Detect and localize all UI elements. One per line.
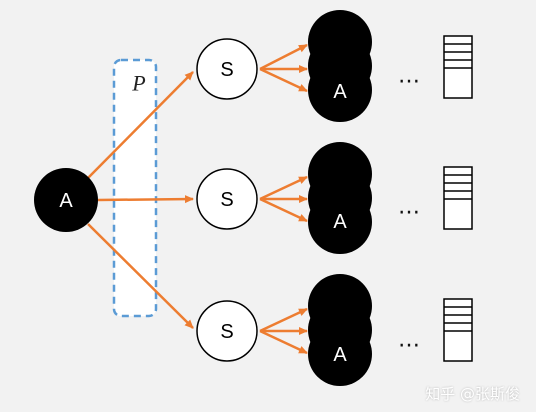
- root-node: A: [34, 168, 98, 232]
- action-stack-3: A: [308, 274, 372, 386]
- branch-3: S A …: [196, 274, 473, 386]
- state-3-arrow-down: [259, 329, 308, 355]
- action-label-3: A: [333, 344, 347, 366]
- ellipsis-3: …: [398, 328, 420, 353]
- state-3-arrows: [259, 307, 308, 355]
- policy-box: [112, 58, 158, 318]
- state-node-1: [196, 38, 258, 100]
- ellipsis-1: …: [398, 64, 420, 89]
- record-table-1: [443, 35, 473, 99]
- state-1-arrows: [259, 43, 308, 93]
- record-table-3: [443, 298, 473, 362]
- record-table-2-frame: [443, 166, 473, 230]
- state-2-arrow-up: [259, 175, 308, 201]
- ellipsis-2: …: [398, 195, 420, 220]
- state-3-arrow-up: [259, 307, 308, 333]
- policy-label: P: [131, 71, 145, 96]
- watermark: 知乎 @张斯俊: [425, 385, 520, 403]
- state-node-2: [196, 168, 258, 230]
- action-stack-2: A: [308, 142, 372, 254]
- root-node-circle: [34, 168, 98, 232]
- branch-1: S A …: [196, 10, 473, 122]
- action-node-1c: [308, 58, 372, 122]
- record-table-3-frame: [443, 298, 473, 362]
- state-2-arrow-down: [259, 197, 308, 223]
- root-to-state-2-arrow: [97, 195, 194, 204]
- root-node-label: A: [59, 190, 73, 212]
- state-1-arrow-down: [259, 67, 308, 93]
- root-arrows: [87, 71, 194, 329]
- branch-2: S A …: [196, 142, 473, 254]
- action-label-2: A: [333, 211, 347, 233]
- state-label-1: S: [220, 59, 233, 81]
- root-to-state-1-arrow: [87, 71, 194, 179]
- state-1-arrow-up: [259, 43, 308, 71]
- state-label-2: S: [220, 189, 233, 211]
- state-label-3: S: [220, 321, 233, 343]
- record-table-1-frame: [443, 35, 473, 99]
- root-to-state-3-arrow: [87, 223, 194, 329]
- action-label-1: A: [333, 81, 347, 103]
- state-node-3: [196, 300, 258, 362]
- record-table-2: [443, 166, 473, 230]
- state-2-arrows: [259, 175, 308, 223]
- action-node-3c: [308, 322, 372, 386]
- action-node-2c: [308, 190, 372, 254]
- action-stack-1: A: [308, 10, 372, 122]
